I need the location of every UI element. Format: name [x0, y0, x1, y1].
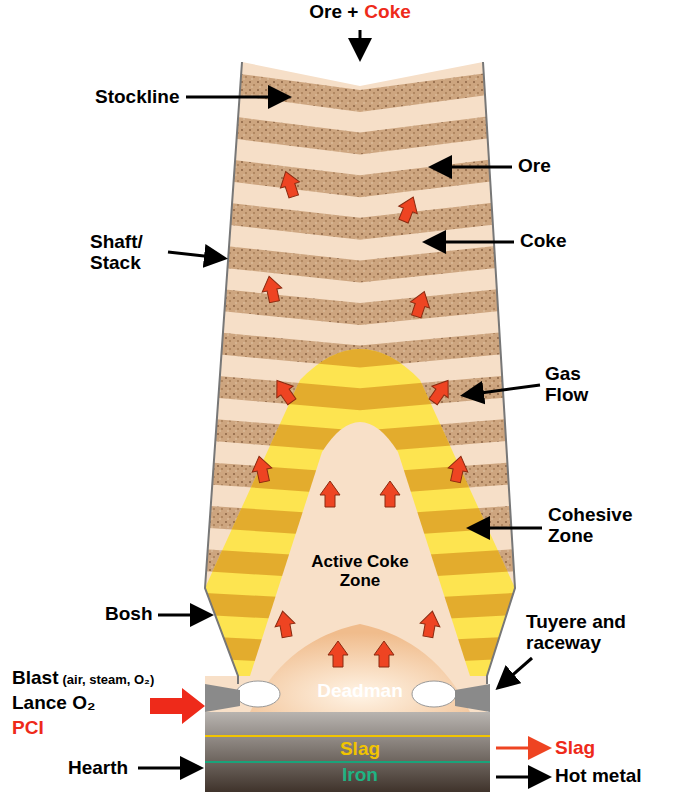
part-label: Lance O₂ [12, 693, 95, 714]
part-label: Stockline [95, 87, 179, 108]
part-label: Ore + [309, 2, 358, 23]
part-label: Coke [520, 231, 566, 252]
zone-region: Active Coke Zone [310, 553, 410, 590]
part-label: Iron [342, 765, 378, 786]
part-label: Gas Flow [545, 364, 605, 406]
part-label: Coke [364, 2, 410, 23]
part-label: Blast [12, 668, 58, 689]
part-label: Slag [555, 738, 595, 759]
part-label: Hot metal [555, 766, 642, 787]
zone-region: Deadman [317, 681, 403, 702]
part-label: Hearth [68, 758, 128, 779]
zone-text: Active Coke Zone [310, 553, 410, 590]
part-label: (air, steam, O₂) [62, 673, 154, 687]
part-label: Shaft/ Stack [90, 232, 160, 274]
part-label: Cohesive Zone [548, 505, 658, 547]
part-label: PCI [12, 718, 44, 739]
zone-text: Deadman [317, 681, 403, 702]
part-label: Tuyere and raceway [526, 612, 646, 654]
part-label: Bosh [105, 604, 153, 625]
part-label: Slag [340, 739, 380, 760]
part-label: Ore [518, 156, 551, 177]
